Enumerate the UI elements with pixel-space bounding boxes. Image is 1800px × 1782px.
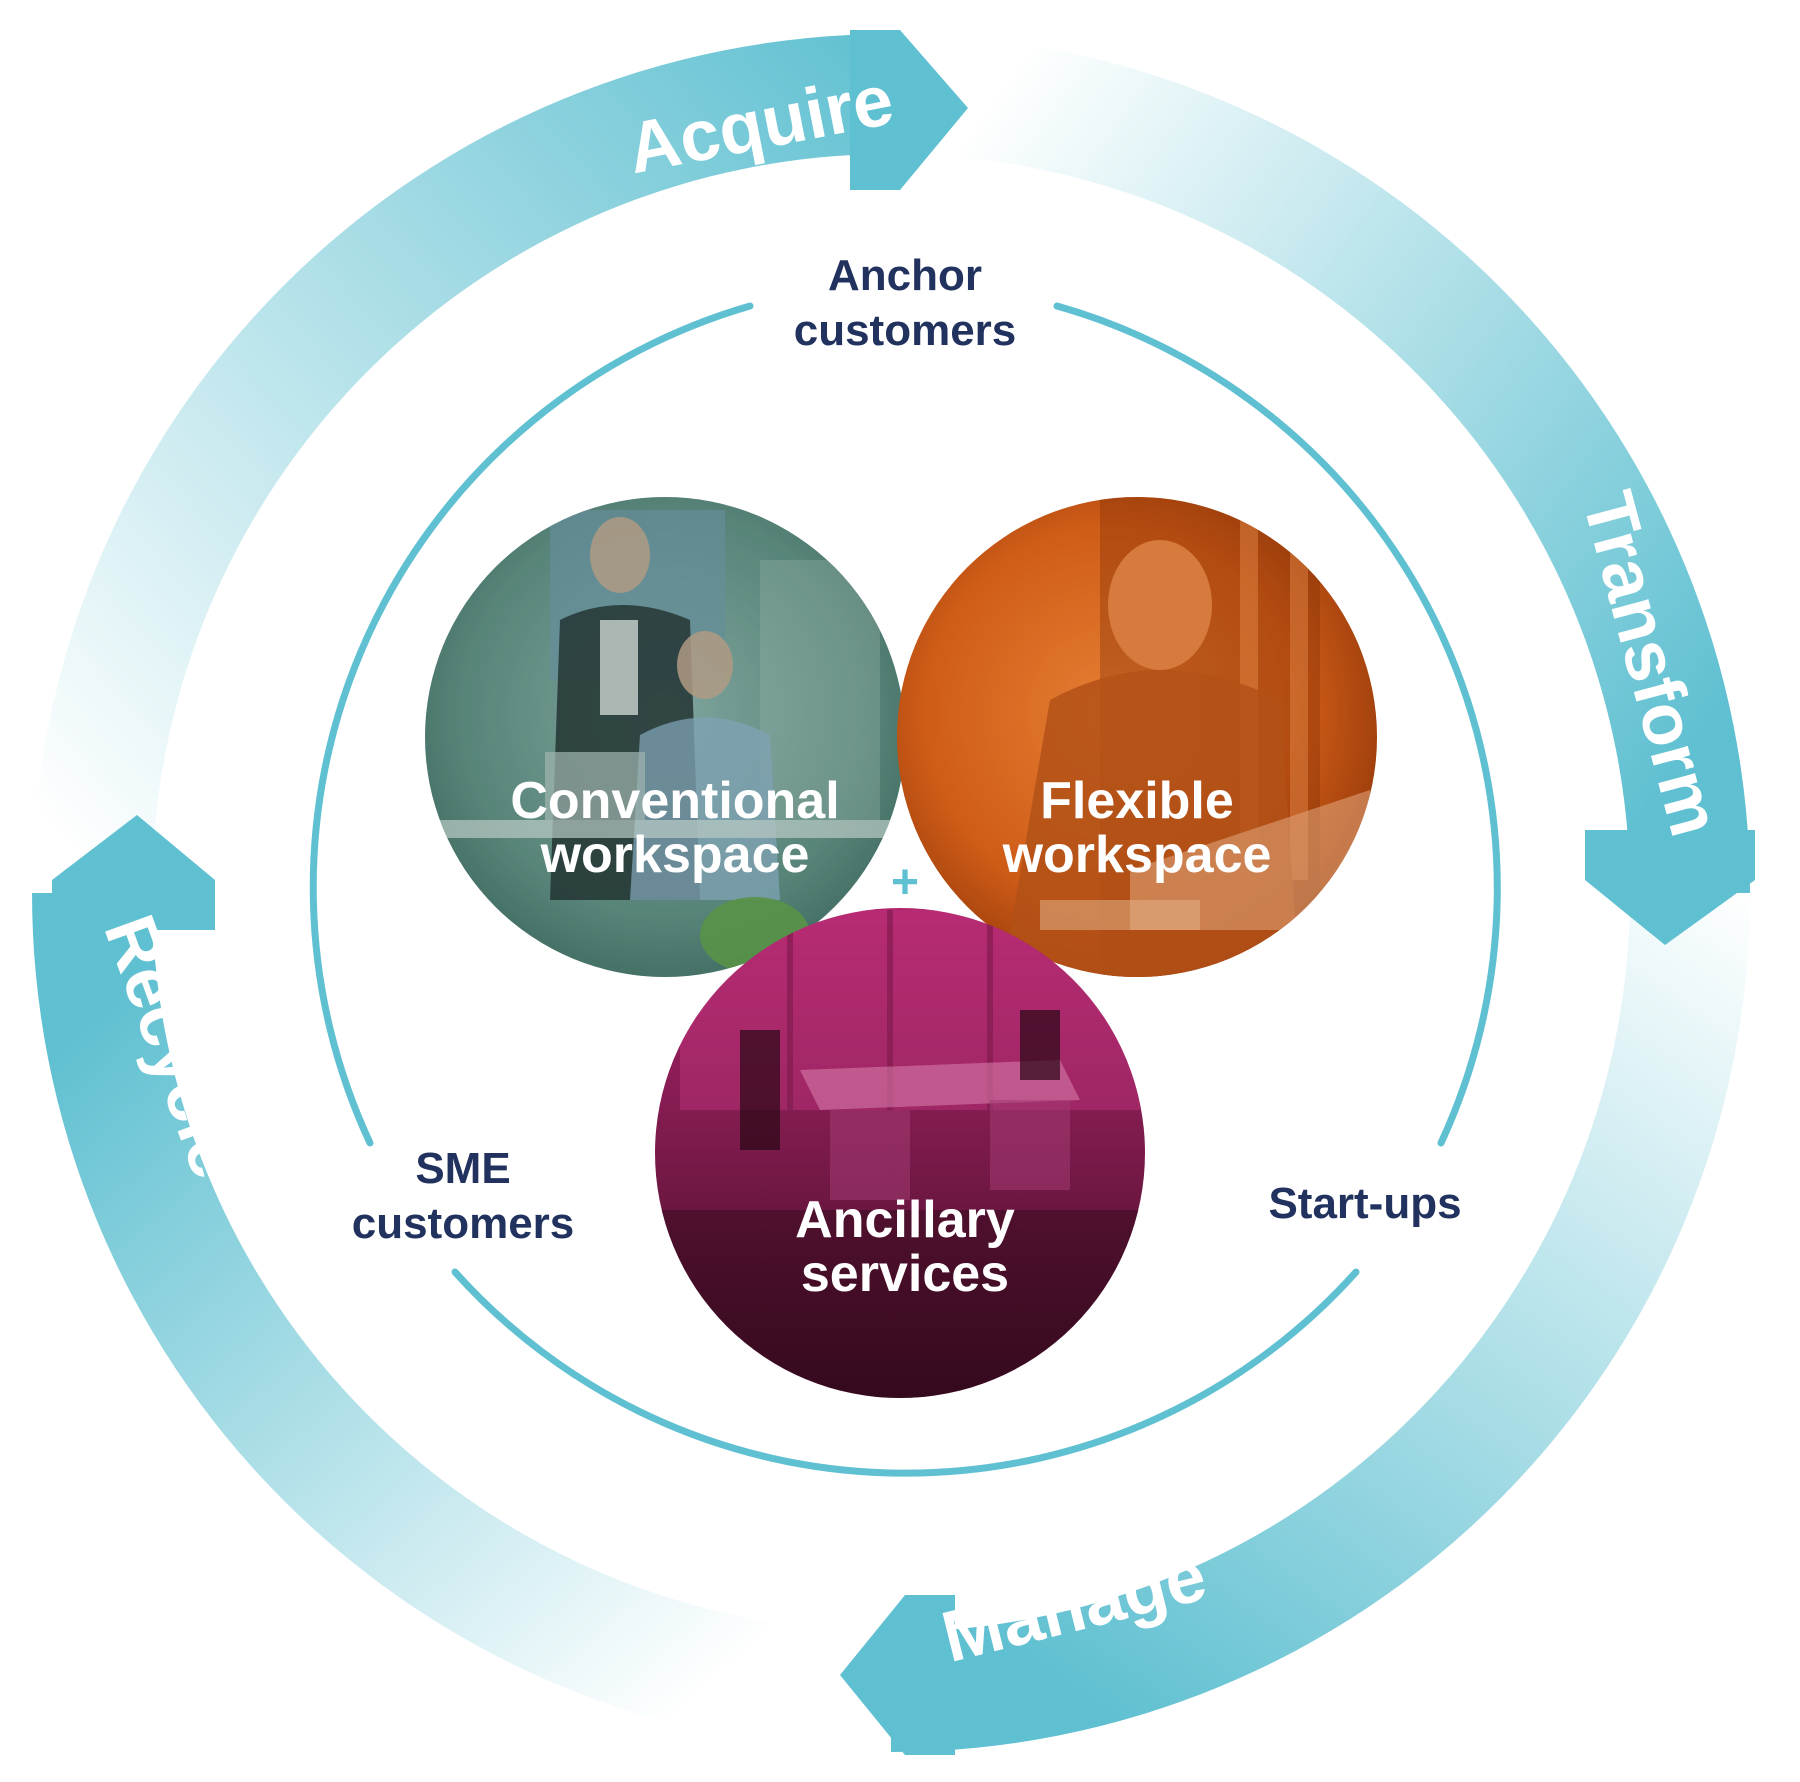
transform-arrowhead (1585, 830, 1755, 945)
conventional-label-line2: workspace (540, 826, 810, 884)
recycle-arrowhead (52, 815, 215, 930)
flexible-workspace-circle: Flexible workspace (897, 497, 1377, 977)
ring-segment-acquire-transform (891, 34, 1750, 893)
ancillary-label-line1: Ancillary (795, 1191, 1015, 1249)
customer-ring (309, 302, 1501, 1477)
acquire-arrowhead (850, 30, 968, 190)
manage-arrowhead (840, 1595, 955, 1755)
ring-segment-transform-manage (891, 893, 1750, 1752)
flexible-label-line2: workspace (1002, 826, 1272, 884)
flexible-label-line1: Flexible (1040, 772, 1234, 830)
inner-arc-top-left (309, 302, 754, 1147)
inner-arc-bottom (451, 1268, 1360, 1477)
startups-label: Start-ups (1268, 1179, 1461, 1228)
anchor-customers-line1: Anchor (828, 251, 982, 300)
ancillary-services-circle: Ancillary services (655, 908, 1145, 1398)
customer-segments: Anchor customers SME customers Start-ups (352, 251, 1462, 1248)
sme-customers-line2: customers (352, 1199, 575, 1248)
sme-customers-line1: SME (415, 1144, 510, 1193)
inner-arc-top-right (1053, 302, 1501, 1147)
conventional-photo-placeholder (425, 510, 890, 973)
ring-segment-recycle-acquire (32, 34, 891, 893)
anchor-customers-line2: customers (794, 306, 1017, 355)
ring-segment-manage-recycle (32, 893, 891, 1752)
flexible-photo-placeholder (1000, 497, 1370, 977)
ancillary-label-line2: services (801, 1245, 1009, 1303)
plus-sign: + (891, 856, 919, 909)
conventional-label-line1: Conventional (510, 772, 839, 830)
conventional-workspace-circle: Conventional workspace (425, 497, 905, 977)
